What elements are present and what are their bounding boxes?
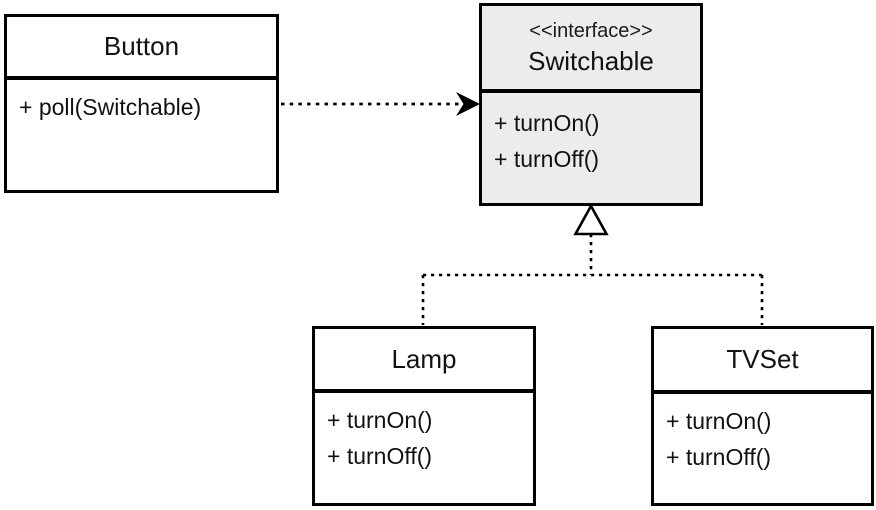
class-name: Lamp — [391, 343, 457, 374]
class-header-tvset: TVSet — [654, 329, 871, 394]
class-methods-button: + poll(Switchable) — [7, 80, 276, 125]
class-header-button: Button — [7, 17, 276, 80]
class-name: TVSet — [726, 344, 799, 374]
class-header-lamp: Lamp — [315, 329, 533, 393]
class-box-lamp: Lamp + turnOn() + turnOff() — [312, 326, 536, 506]
class-name: Switchable — [528, 45, 654, 76]
class-methods-switchable: + turnOn() + turnOff() — [482, 93, 700, 177]
class-box-tvset: TVSet + turnOn() + turnOff() — [651, 326, 874, 506]
class-header-switchable: <<interface>> Switchable — [482, 6, 700, 93]
realization-triangle — [573, 203, 609, 236]
dependency-arrowhead — [456, 92, 480, 116]
method-item: + turnOn() — [666, 408, 772, 434]
method-item: + poll(Switchable) — [19, 94, 202, 120]
interface-box-switchable: <<interface>> Switchable + turnOn() + tu… — [479, 3, 703, 206]
method-item: + turnOff() — [666, 444, 772, 470]
class-methods-tvset: + turnOn() + turnOff() — [654, 394, 871, 475]
class-methods-lamp: + turnOn() + turnOff() — [315, 393, 533, 474]
class-name: Button — [103, 31, 180, 61]
method-item: + turnOff() — [494, 146, 600, 172]
dependency-arrow-button-switchable — [281, 92, 480, 116]
class-box-button: Button + poll(Switchable) — [4, 14, 279, 193]
method-item: + turnOn() — [327, 407, 433, 433]
method-item: + turnOff() — [327, 443, 433, 469]
stereotype-label: <<interface>> — [529, 19, 653, 42]
realization-lines — [421, 203, 764, 325]
method-item: + turnOn() — [494, 110, 600, 136]
